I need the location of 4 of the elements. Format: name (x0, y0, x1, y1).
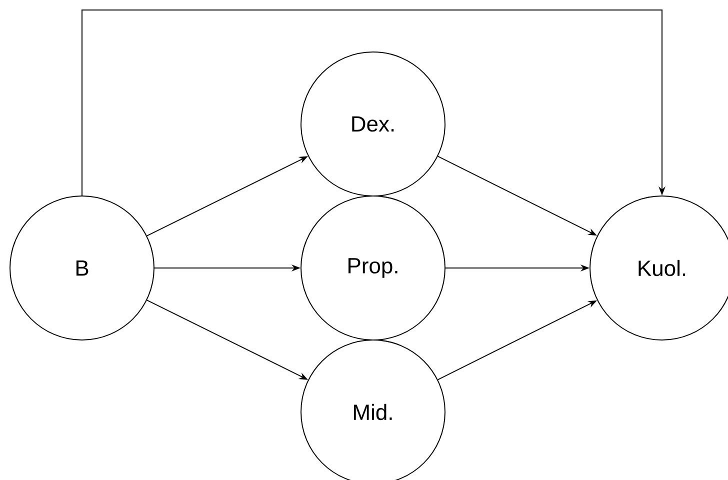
arrow (82, 10, 666, 196)
circle-node: Dex. (300, 52, 446, 196)
circle-node: B (10, 196, 154, 340)
circle-node: Prop. (300, 196, 446, 340)
